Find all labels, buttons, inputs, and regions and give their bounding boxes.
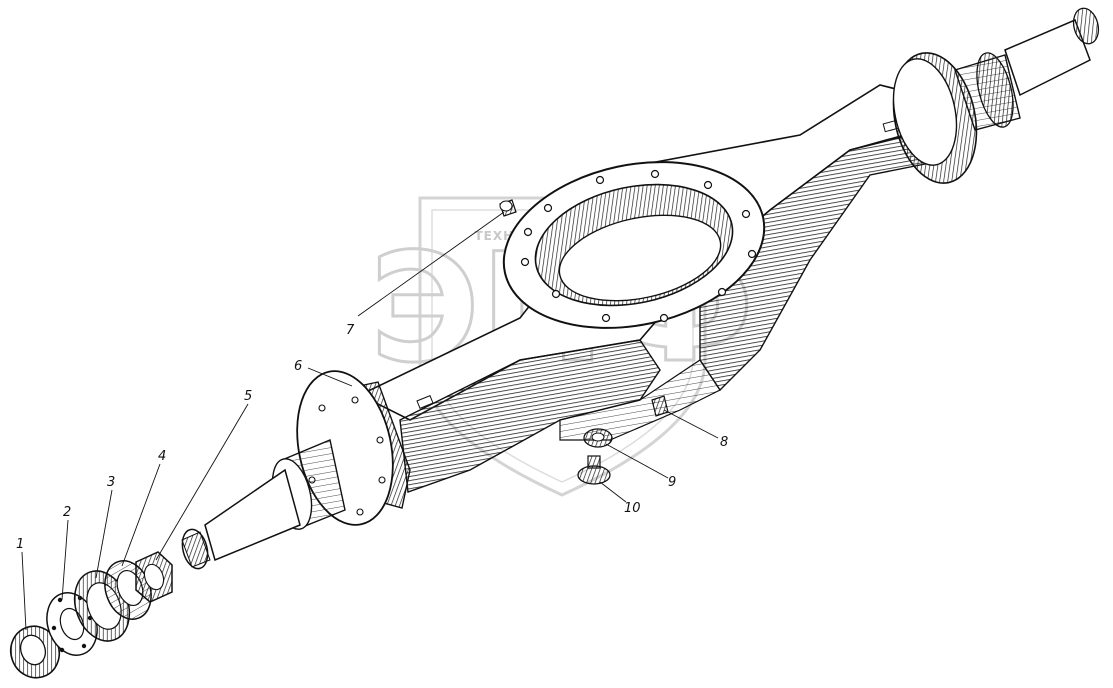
callout-5: 5 [244,389,252,404]
callout-10: 10 [624,501,641,516]
axle-housing [358,84,946,493]
callout-2: 2 [63,505,71,520]
callout-9: 9 [668,475,676,490]
right-flange [892,52,978,184]
left-spindle [181,439,346,570]
callout-8: 8 [720,435,728,450]
callout-7: 7 [346,323,355,338]
callout-3: 3 [107,475,115,490]
callout-1: 1 [16,537,24,552]
callout-6: 6 [294,359,302,374]
right-spindle [954,7,1100,131]
part-10-drain-plug [577,455,611,485]
part-5-hex-nut [135,551,173,603]
part-1-nut [9,625,61,679]
part-9-washer [583,428,613,448]
callout-4: 4 [158,449,166,464]
leader-lines [21,211,719,631]
callout-labels: 1 2 3 4 5 6 7 8 9 10 [16,323,728,552]
